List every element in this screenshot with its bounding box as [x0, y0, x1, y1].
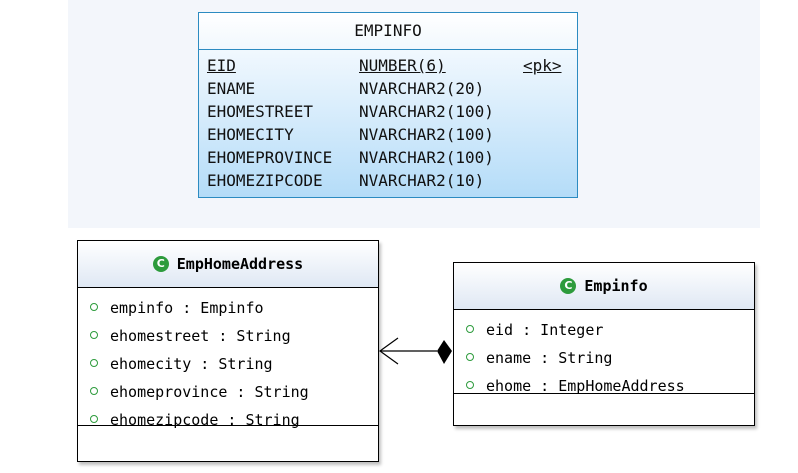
public-field-icon [90, 302, 98, 311]
attribute-compartment: empinfo : Empinfo ehomestreet : String e… [78, 288, 378, 429]
table-column-row: EHOMESTREET NVARCHAR2(100) [199, 100, 577, 123]
attribute-item: ehomestreet : String [78, 322, 378, 350]
attribute-text: ehomecity : String [110, 355, 273, 373]
public-field-icon [466, 380, 474, 389]
attribute-item: eid : Integer [454, 316, 754, 344]
attribute-item: empinfo : Empinfo [78, 294, 378, 322]
open-arrowhead [378, 337, 399, 365]
table-column-row: EHOMEPROVINCE NVARCHAR2(100) [199, 146, 577, 169]
class-header: C Empinfo [454, 263, 754, 310]
class-icon: C [560, 278, 577, 294]
composition-diamond [437, 340, 452, 364]
column-type: NUMBER(6) [359, 56, 446, 75]
class-header: C EmpHomeAddress [78, 241, 378, 288]
column-name: EHOMESTREET [207, 102, 313, 121]
column-name: EHOMEPROVINCE [207, 148, 333, 167]
column-key: <pk> [523, 56, 562, 75]
class-name: Empinfo [584, 277, 648, 295]
attribute-item: ename : String [454, 344, 754, 372]
public-field-icon [90, 358, 98, 367]
attribute-item: ehomecity : String [78, 350, 378, 378]
public-field-icon [90, 414, 98, 423]
attribute-item: ehomeprovince : String [78, 378, 378, 406]
attribute-text: ename : String [486, 349, 613, 367]
public-field-icon [90, 386, 98, 395]
column-type: NVARCHAR2(20) [359, 79, 485, 98]
attribute-compartment: eid : Integer ename : String ehome : Emp… [454, 310, 754, 395]
table-empinfo[interactable]: EMPINFO EID NUMBER(6) <pk> ENAME NVARCHA… [198, 12, 578, 198]
attribute-text: eid : Integer [486, 321, 604, 339]
column-name: EID [207, 56, 236, 75]
column-type: NVARCHAR2(10) [359, 171, 485, 190]
attribute-text: ehomeprovince : String [110, 383, 309, 401]
public-field-icon [466, 324, 474, 333]
attribute-item: ehome : EmpHomeAddress [454, 372, 754, 400]
public-field-icon [466, 352, 474, 361]
column-type: NVARCHAR2(100) [359, 148, 494, 167]
table-column-row: EHOMEZIPCODE NVARCHAR2(10) [199, 169, 577, 192]
table-column-row: ENAME NVARCHAR2(20) [199, 77, 577, 100]
column-name: ENAME [207, 79, 256, 98]
attribute-text: ehome : EmpHomeAddress [486, 377, 685, 395]
attribute-item: ehomezipcode : String [78, 406, 378, 434]
column-name: EHOMECITY [207, 125, 294, 144]
column-type: NVARCHAR2(100) [359, 102, 494, 121]
class-empinfo[interactable]: C Empinfo eid : Integer ename : String e… [453, 262, 755, 426]
public-field-icon [90, 330, 98, 339]
table-column-row: EID NUMBER(6) <pk> [199, 54, 577, 77]
table-column-row: EHOMECITY NVARCHAR2(100) [199, 123, 577, 146]
column-type: NVARCHAR2(100) [359, 125, 494, 144]
attribute-text: ehomestreet : String [110, 327, 291, 345]
column-name: EHOMEZIPCODE [207, 171, 323, 190]
table-columns: EID NUMBER(6) <pk> ENAME NVARCHAR2(20) E… [199, 50, 577, 192]
table-title: EMPINFO [199, 13, 577, 50]
class-emphomeaddress[interactable]: C EmpHomeAddress empinfo : Empinfo ehome… [77, 240, 379, 462]
attribute-text: ehomezipcode : String [110, 411, 300, 429]
class-icon: C [152, 256, 169, 272]
attribute-text: empinfo : Empinfo [110, 299, 264, 317]
class-name: EmpHomeAddress [176, 255, 304, 273]
